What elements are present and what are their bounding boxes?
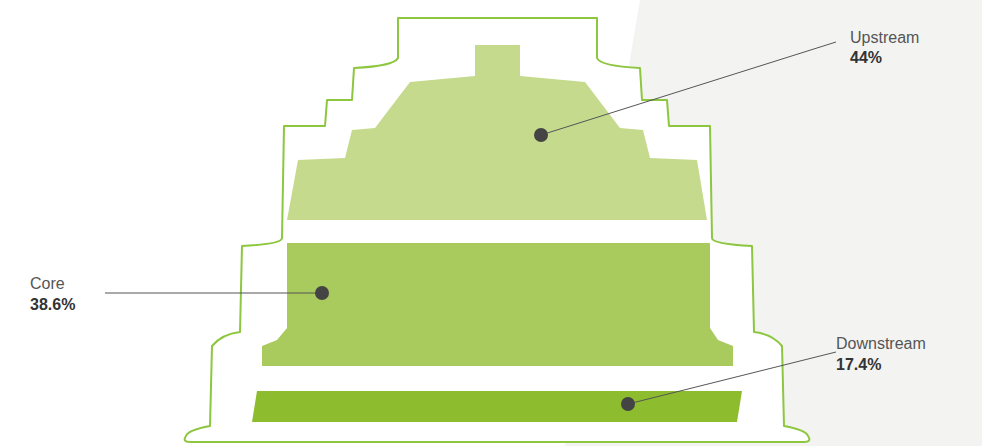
leader-line (105, 293, 322, 294)
band-fill (287, 45, 707, 220)
band-fill (262, 243, 733, 366)
band-shape (255, 240, 740, 370)
band-label: Upstream (850, 28, 919, 48)
leader-line (628, 352, 836, 404)
diagram-band: Upstream44% (280, 40, 714, 225)
leader-dot (315, 286, 329, 300)
band-value: 38.6% (30, 295, 75, 315)
band-fill (252, 391, 742, 422)
leader-dot (621, 397, 635, 411)
diagram-band: Downstream17.4% (248, 388, 746, 426)
band-shape (280, 40, 714, 225)
band-label: Core (30, 274, 65, 294)
band-label: Downstream (836, 334, 926, 354)
band-value: 17.4% (836, 355, 881, 375)
leader-line (541, 42, 836, 135)
leader-dot (534, 128, 548, 142)
band-value: 44% (850, 48, 882, 68)
dome-outline (185, 18, 810, 442)
band-shape (248, 388, 746, 426)
diagram-band: Core38.6% (255, 240, 740, 370)
